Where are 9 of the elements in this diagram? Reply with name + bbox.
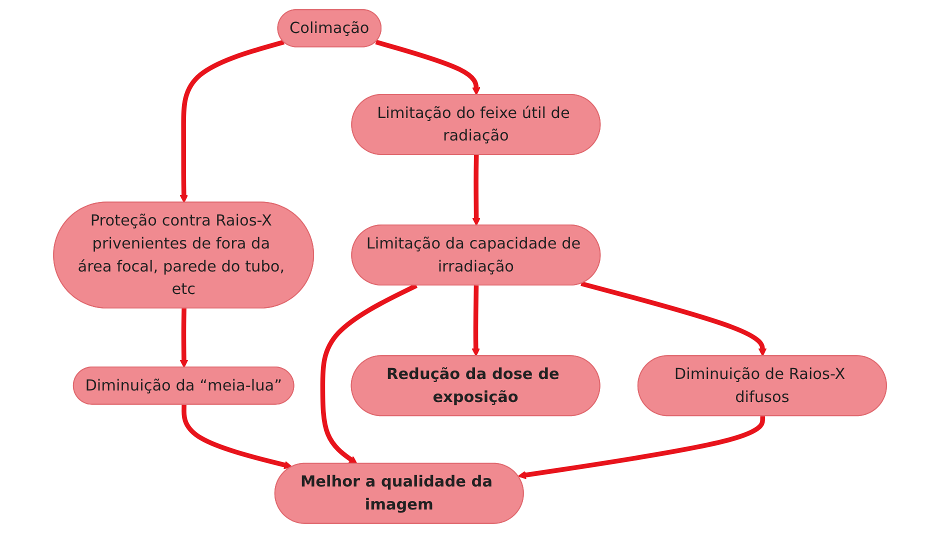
arrow — [320, 283, 418, 464]
arrow — [375, 40, 480, 96]
arrow — [182, 404, 292, 470]
arrow — [580, 281, 767, 356]
arrow — [518, 416, 765, 480]
arrow — [472, 286, 480, 356]
arrow — [180, 308, 188, 368]
arrow — [472, 154, 480, 226]
arrow — [180, 40, 285, 204]
